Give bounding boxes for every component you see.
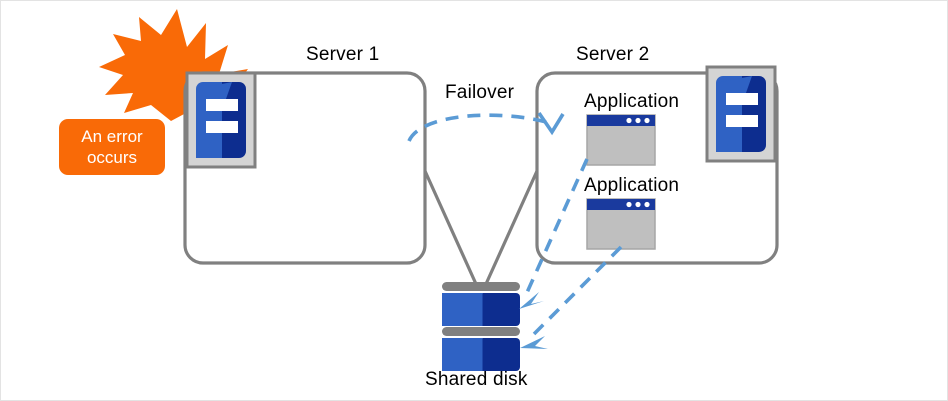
- app2-to-disk-arrow: [520, 245, 623, 349]
- failover-label: Failover: [445, 82, 515, 103]
- failover-arrow: [407, 111, 565, 142]
- application-label-2: Application: [584, 175, 680, 196]
- error-badge-line1: An error: [81, 127, 143, 146]
- application-window-icon-2: [586, 198, 656, 250]
- app1-to-disk-arrow: [519, 158, 589, 309]
- server2-icon: [705, 65, 777, 163]
- shared-disk-icon: [442, 282, 520, 371]
- server1-title: Server 1: [306, 44, 380, 65]
- error-badge-line2: occurs: [86, 148, 138, 167]
- application-window-icon-1: [586, 114, 656, 166]
- shared-disk-label: Shared disk: [425, 369, 528, 390]
- application-label-1: Application: [584, 91, 680, 112]
- error-badge: An error occurs: [59, 119, 165, 175]
- disk-connector-lines: [423, 170, 539, 285]
- server1-icon: [185, 71, 257, 169]
- server2-title: Server 2: [576, 44, 650, 65]
